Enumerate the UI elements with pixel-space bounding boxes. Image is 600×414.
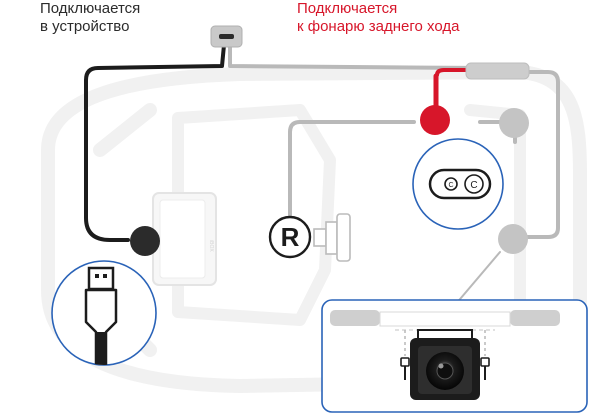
led-lamp-icon: C C: [412, 138, 504, 230]
pointer-line: [454, 251, 501, 306]
black-cable: [84, 43, 226, 242]
device-node: [130, 226, 160, 256]
grey-cable-top: [228, 45, 470, 70]
reverse-letter: R: [281, 222, 300, 252]
red-node: [420, 105, 450, 135]
reverse-lamp-icon: R: [268, 213, 351, 262]
grey-cable-to-lamp: [288, 120, 416, 217]
camera-node: [498, 224, 528, 254]
screw-icon: [400, 330, 490, 380]
rear-camera-icon: [410, 329, 480, 400]
label-connects-to-device: Подключается в устройство: [40, 0, 140, 36]
label-lamp-line-2: к фонарю заднего хода: [297, 18, 460, 35]
label-connects-to-reverse-lamp: Подключается к фонарю заднего хода: [297, 0, 460, 36]
rear-camera-panel: [321, 299, 588, 413]
svg-text:C: C: [448, 182, 453, 189]
label-device-line-2: в устройство: [40, 18, 130, 35]
lamp-node: [499, 108, 529, 138]
monitor-icon: iBOX: [152, 192, 217, 286]
label-lamp-line-1: Подключается: [297, 0, 398, 17]
monitor-brand: iBOX: [208, 240, 214, 252]
svg-text:C: C: [470, 180, 477, 191]
power-connector-icon: [210, 25, 243, 48]
label-device-line-1: Подключается: [40, 0, 141, 17]
usb-plug-icon: [51, 260, 157, 366]
grey-cable-right: [526, 70, 560, 239]
grey-cable: [228, 45, 560, 306]
inline-fuse: [465, 62, 530, 80]
